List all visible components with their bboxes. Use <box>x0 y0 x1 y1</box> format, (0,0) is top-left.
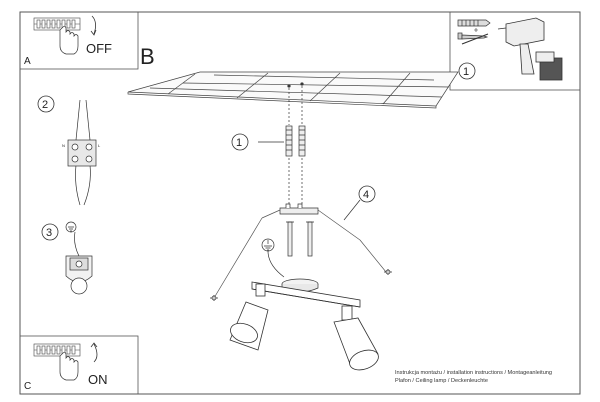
panel-c-letter: C <box>24 381 31 392</box>
step-number-tools: 1 <box>463 66 469 78</box>
arrow-down-icon <box>91 15 96 35</box>
hand-icon <box>59 351 79 381</box>
switch-off-label: OFF <box>86 41 112 56</box>
mounting-bracket <box>279 203 319 215</box>
lamp-bar <box>251 281 361 308</box>
panel-a-switch-off: OFF A <box>19 11 139 70</box>
fuse-box-icon <box>33 343 81 357</box>
switch-on-label: ON <box>88 372 108 387</box>
terminal-block-icon <box>67 99 97 206</box>
screw-icon <box>457 32 489 40</box>
step-number-ground: 3 <box>46 227 52 239</box>
drill-icon <box>497 17 563 81</box>
wall-plug-icon <box>457 19 491 27</box>
side-screws <box>210 269 392 301</box>
drill-bit-icon <box>461 33 489 45</box>
panel-c-frame <box>19 335 139 395</box>
step-number-anchor: 1 <box>236 137 242 149</box>
tools-panel-frame <box>449 11 581 91</box>
fuse-box-icon <box>33 17 81 31</box>
arrow-up-icon <box>93 343 98 363</box>
step-badge-mount <box>358 185 376 203</box>
spotlight-right <box>333 305 379 371</box>
step-4-leader <box>343 199 361 221</box>
footer-line-1: Instrukcja montażu / installation instru… <box>395 370 553 376</box>
tools-panel: 1 <box>449 11 581 91</box>
wire-callout-frame <box>213 209 387 299</box>
footer-line-2: Plafon / Ceiling lamp / Deckenleuchte <box>395 377 488 384</box>
panel-c-switch-on: ON C <box>19 335 139 395</box>
sheet-frame <box>19 11 581 395</box>
panel-a-letter: A <box>24 56 31 67</box>
ceiling-illustration <box>127 71 459 109</box>
step-badge-anchor <box>231 133 249 151</box>
step-badge-tools <box>458 62 476 80</box>
terminal-mark-n: N <box>62 143 65 148</box>
step-number-mount: 4 <box>363 189 369 201</box>
hand-icon <box>59 25 79 55</box>
bracket-screws <box>286 221 314 257</box>
ground-terminal-icon <box>65 221 93 295</box>
terminal-mark-l: L <box>98 143 101 148</box>
panel-b-letter: B <box>140 44 155 69</box>
step-badge-wiring <box>37 95 55 113</box>
spotlight-left <box>229 283 269 351</box>
panel-a-frame <box>19 11 139 70</box>
anchor-bolts <box>258 86 306 206</box>
instruction-footer: Instrukcja montażu / installation instru… <box>395 370 595 385</box>
step-badge-ground <box>41 223 59 241</box>
step-number-wiring: 2 <box>42 99 48 111</box>
plus-sign <box>474 28 478 32</box>
ground-symbol-icon <box>261 238 285 278</box>
